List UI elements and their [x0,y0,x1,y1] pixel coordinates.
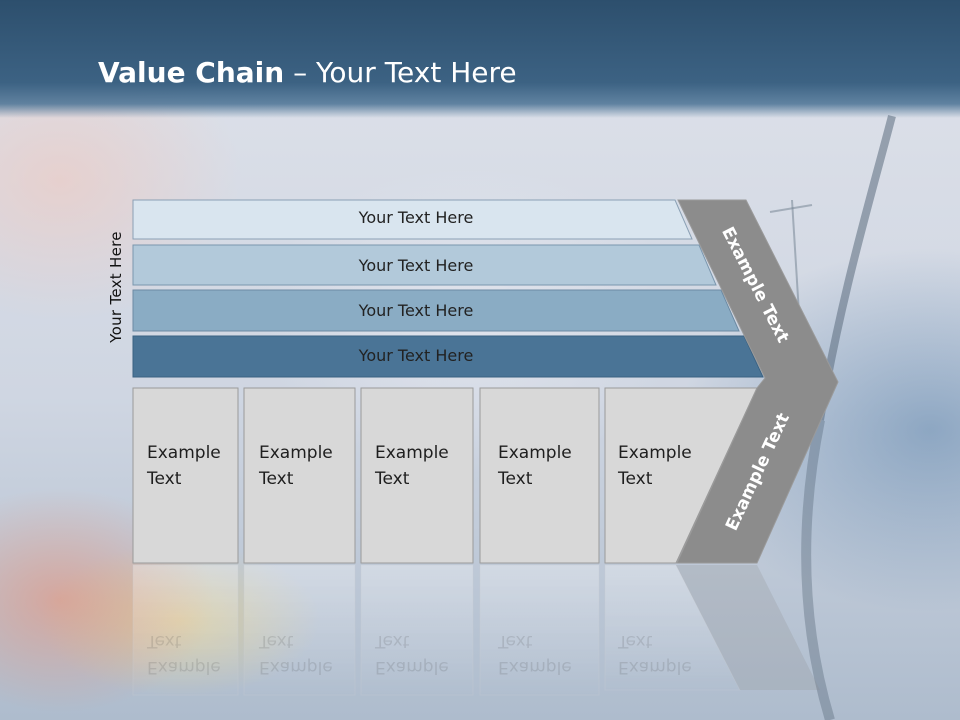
column-box-1[interactable] [132,387,239,564]
column-box-4[interactable] [479,387,600,564]
bar-2-label: Your Text Here [358,256,474,275]
bar-1-shape[interactable] [132,199,693,240]
title-rest: – Your Text Here [284,56,517,89]
column-box-3[interactable] [360,387,474,564]
bar-4-shape[interactable] [132,335,764,378]
bar-1-label: Your Text Here [358,208,474,227]
title-bold: Value Chain [98,56,285,89]
bar-3-label: Your Text Here [358,301,474,320]
page-title: Value Chain – Your Text Here [98,56,517,89]
bar-3-shape[interactable] [132,289,740,332]
bar-4-label: Your Text Here [358,346,474,365]
column-box-5[interactable] [604,387,758,564]
column-box-2[interactable] [243,387,356,564]
bar-2-shape[interactable] [132,244,717,286]
reflection [132,564,820,696]
header-band [0,0,960,118]
chevron-arrow[interactable] [676,199,839,564]
